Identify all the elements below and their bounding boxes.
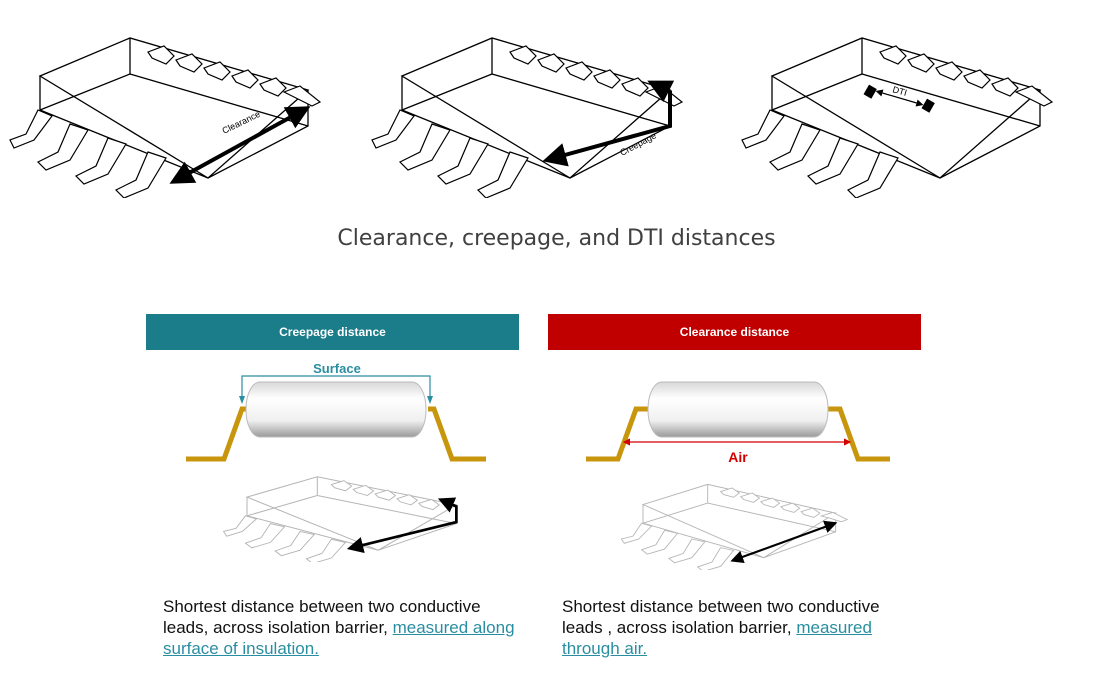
insulator-cylinder (647, 381, 829, 438)
figure-title: Clearance, creepage, and DTI distances (337, 226, 776, 251)
creepage-description: Shortest distance between two conductive… (163, 596, 523, 659)
clearance-small-package (620, 483, 849, 570)
creepage-small-package (222, 476, 458, 562)
package-dti-diagram: DTI (741, 37, 1054, 198)
lead-right (828, 406, 890, 462)
creepage-description-link[interactable]: measured along surface of insulation. (163, 618, 515, 658)
front-leads (9, 109, 167, 198)
insulator-cylinder (245, 381, 427, 438)
air-label: Air (728, 449, 748, 465)
clearance-description: Shortest distance between two conductive… (562, 596, 922, 659)
surface-label: Surface (313, 361, 361, 376)
clearance-banner: Clearance distance (548, 314, 921, 350)
lead-left (186, 406, 248, 462)
surface-path (241, 375, 431, 400)
dti-die-left (863, 84, 877, 99)
creepage-arrow (542, 80, 675, 167)
creepage-description-text: Shortest distance between two conductive… (163, 597, 481, 637)
package-clearance-diagram: Clearance (9, 37, 322, 198)
package-body (38, 37, 310, 179)
back-leads (147, 45, 322, 107)
creepage-banner: Creepage distance (146, 314, 519, 350)
package-creepage-diagram: Creepage (371, 37, 684, 198)
clearance-description-text: Shortest distance between two conductive… (562, 597, 880, 637)
clearance-air-diagram: Air (586, 381, 890, 465)
creepage-surface-diagram: Surface (186, 361, 486, 462)
dti-die-right (921, 98, 935, 113)
creepage-small-arrow (346, 497, 458, 554)
clearance-small-arrow (730, 520, 838, 564)
lead-right (428, 406, 486, 462)
clearance-arrow (169, 106, 311, 184)
dti-arrow (875, 89, 924, 107)
clearance-description-link[interactable]: measured through air. (562, 618, 872, 658)
dti-label: DTI (891, 84, 908, 98)
lead-left (586, 406, 648, 462)
